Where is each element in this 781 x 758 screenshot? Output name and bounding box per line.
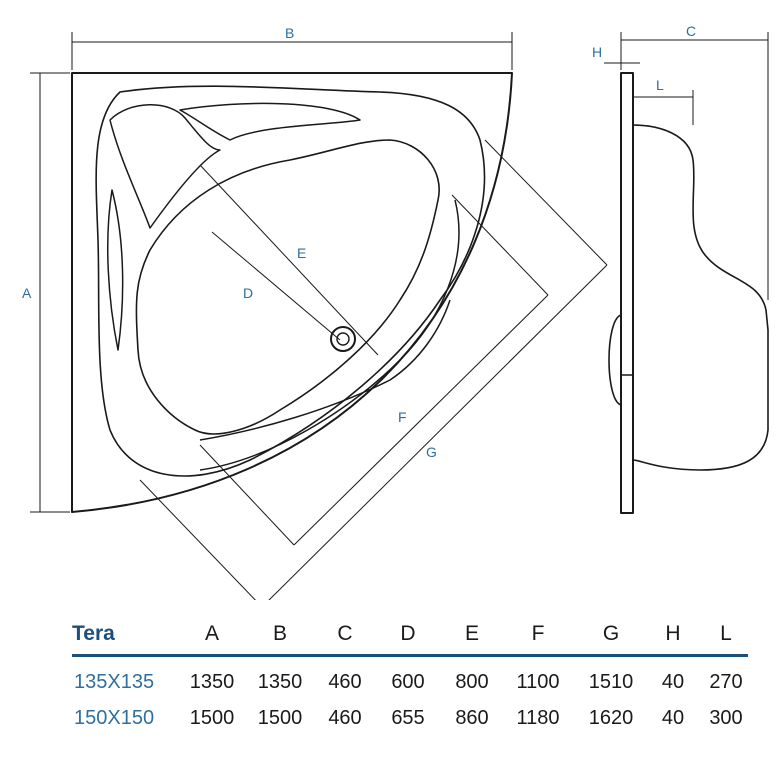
column-header-l: L (720, 622, 732, 645)
dimension-line-b (71, 32, 513, 70)
column-header-e: E (464, 622, 480, 645)
row-model-name: 150X150 (74, 707, 155, 729)
front-contour (199, 299, 451, 441)
cell-g: 1620 (588, 707, 634, 729)
model-title: Tera (72, 622, 115, 645)
dimension-label-d: D (243, 285, 253, 301)
cell-b: 1500 (257, 707, 303, 729)
column-header-g: G (602, 622, 620, 645)
dimension-line-a (30, 72, 70, 513)
cell-l: 270 (709, 671, 743, 693)
cell-c: 460 (328, 707, 362, 729)
dimension-label-h: H (592, 44, 602, 60)
dimension-label-g: G (426, 444, 437, 460)
column-header-c: C (337, 622, 353, 645)
cell-h: 40 (661, 707, 685, 729)
cell-g: 1510 (588, 671, 634, 693)
dimension-line-g (139, 139, 608, 600)
cell-d: 655 (391, 707, 425, 729)
dimension-line-l (633, 90, 694, 125)
cell-f: 1180 (516, 707, 560, 729)
dimension-label-b: B (285, 25, 294, 41)
armrest-contour (179, 102, 361, 141)
table-row: 135X135 1350 1350 460 600 800 1100 1510 … (72, 663, 748, 699)
dimensions-table: Tera A B C D E F G H L 135X135 1350 1350… (72, 618, 748, 735)
headrest-contour (109, 104, 221, 229)
cell-d: 600 (391, 671, 425, 693)
dimension-label-e: E (297, 245, 306, 261)
cell-e: 860 (455, 707, 489, 729)
side-contour-left (107, 189, 124, 351)
column-header-f: F (531, 622, 545, 645)
drain-inner (336, 332, 350, 346)
dimension-line-f (199, 194, 549, 546)
column-header-b: B (272, 622, 288, 645)
dimension-label-l: L (656, 77, 664, 93)
dimension-label-f: F (398, 409, 407, 425)
dimension-line-c (620, 32, 769, 300)
cell-f: 1100 (516, 671, 560, 693)
inner-rim-line (199, 199, 460, 471)
dimension-line-e (199, 164, 379, 356)
column-header-d: D (400, 622, 416, 645)
header-rule (72, 654, 748, 657)
cell-b: 1350 (257, 671, 303, 693)
table-row: 150X150 1500 1500 460 655 860 1180 1620 … (72, 699, 748, 735)
row-model-name: 135X135 (74, 671, 155, 693)
column-header-a: A (204, 622, 220, 645)
cell-h: 40 (661, 671, 685, 693)
side-view-profile (632, 124, 769, 471)
drain-outer (330, 326, 356, 352)
tub-outline (71, 72, 513, 513)
side-view-rim (620, 72, 634, 514)
column-header-h: H (665, 622, 681, 645)
bathtub-technical-drawing: B A C H L E D F G (22, 23, 769, 600)
cell-e: 800 (455, 671, 489, 693)
dimension-label-a: A (22, 285, 32, 301)
dimension-label-c: C (686, 23, 696, 39)
table-header: Tera A B C D E F G H L (72, 618, 748, 652)
tub-basin (135, 139, 440, 435)
dimension-line-d (211, 231, 341, 341)
cell-l: 300 (709, 707, 743, 729)
cell-c: 460 (328, 671, 362, 693)
cell-a: 1500 (189, 707, 235, 729)
tub-rim (95, 85, 486, 477)
cell-a: 1350 (189, 671, 235, 693)
side-view-feet (608, 314, 633, 406)
